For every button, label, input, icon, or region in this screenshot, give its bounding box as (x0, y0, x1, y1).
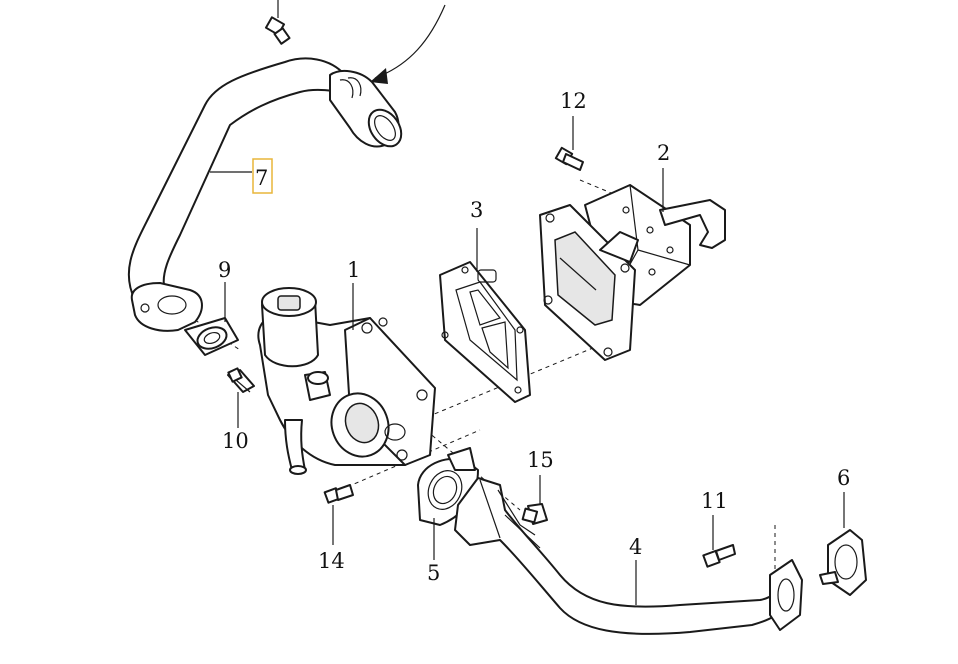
part-1-egr-valve (257, 287, 436, 475)
callout-10: 10 (222, 429, 249, 453)
part-7-pipe (127, 57, 403, 332)
callout-2: 2 (657, 141, 670, 165)
part-14-bolt (323, 484, 354, 504)
part-4-exhaust-pipe (454, 477, 803, 635)
callout-5: 5 (427, 561, 440, 585)
callout-14: 14 (318, 549, 345, 573)
part-12-bolt (554, 146, 584, 171)
callout-9: 9 (218, 258, 231, 282)
leader-lines (210, 116, 845, 605)
callout-labels: 7 9 10 1 3 2 12 5 15 14 4 11 6 (218, 89, 850, 585)
part-11-bolt (702, 544, 736, 568)
top-bolt (264, 0, 291, 45)
part-6-gasket (819, 529, 867, 596)
callout-11: 11 (701, 489, 728, 513)
part-15-bolt (521, 503, 548, 525)
direction-arrow (370, 4, 446, 84)
callout-1: 1 (347, 258, 360, 282)
callout-15: 15 (527, 448, 554, 472)
callout-4: 4 (629, 535, 642, 559)
part-10-stud (227, 367, 255, 393)
part-9-clip (184, 317, 239, 356)
hose-connector (329, 69, 403, 148)
callout-12: 12 (560, 89, 587, 113)
callout-3: 3 (470, 198, 483, 222)
part-3-gasket (439, 261, 531, 403)
callout-7: 7 (255, 166, 268, 190)
callout-7-highlight-box (252, 158, 273, 194)
part-2-egr-cooler (539, 184, 726, 361)
callout-6: 6 (837, 466, 850, 490)
